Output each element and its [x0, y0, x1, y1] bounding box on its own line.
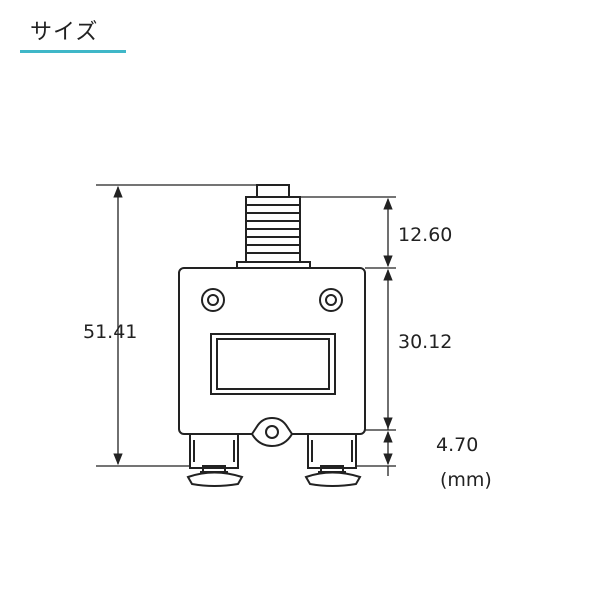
label-overall-height: 51.41 [83, 321, 137, 343]
mounting-hole-left [201, 288, 225, 312]
breaker-outline [178, 184, 366, 487]
section-title-underline [20, 50, 126, 53]
center-tab [250, 416, 294, 448]
terminal-right [304, 433, 362, 487]
button-cap [256, 184, 290, 198]
mounting-hole-right [319, 288, 343, 312]
label-button-height: 12.60 [398, 224, 452, 246]
rating-window [210, 333, 336, 395]
label-body-height: 30.12 [398, 331, 452, 353]
section-header: サイズ [20, 18, 126, 53]
terminal-left [186, 433, 244, 487]
section-title: サイズ [30, 20, 99, 45]
button-shaft [245, 196, 301, 264]
label-terminal-height: 4.70 [436, 434, 478, 456]
label-unit: (mm) [440, 469, 492, 491]
dimension-lines [96, 184, 396, 476]
